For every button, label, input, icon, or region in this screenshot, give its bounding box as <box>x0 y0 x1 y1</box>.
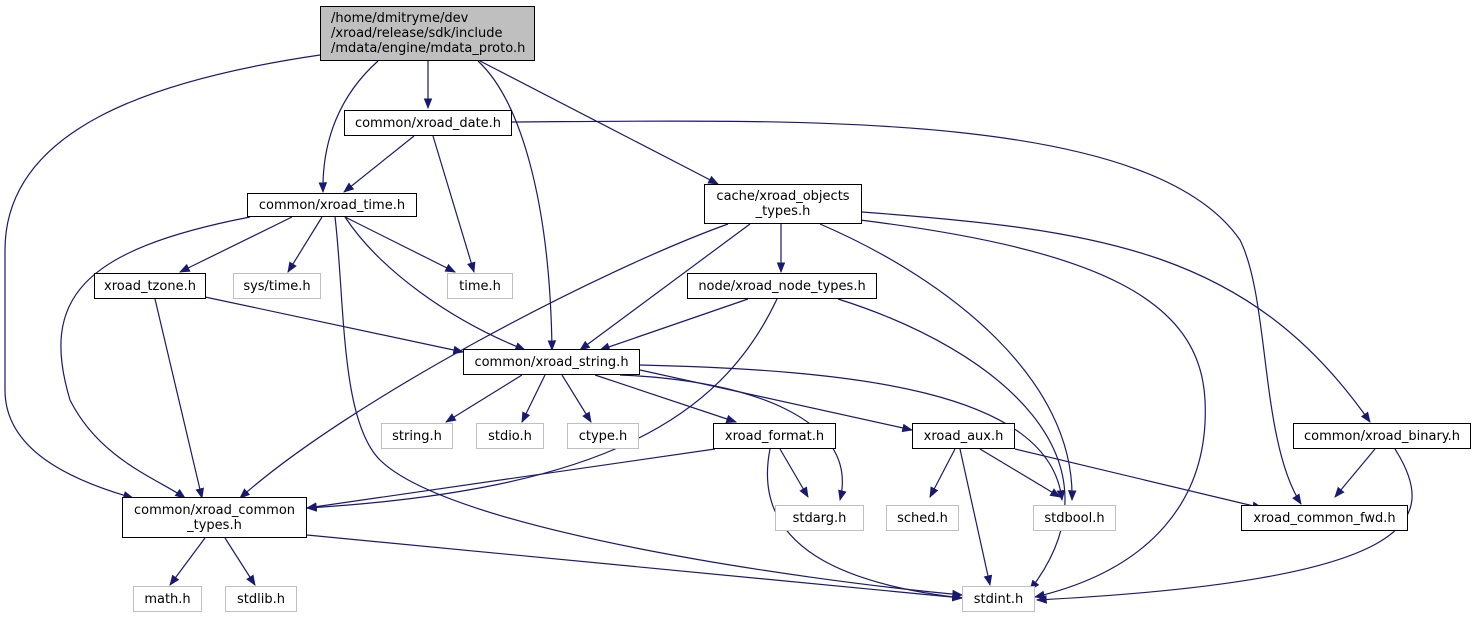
edge-obj-stdint <box>859 219 1206 599</box>
edge-time-string <box>344 216 527 351</box>
edge-common-math <box>169 537 206 586</box>
xroad-binary-node[interactable]: common/xroad_binary.h <box>1293 423 1471 449</box>
stdlib-h-node[interactable]: stdlib.h <box>225 586 297 612</box>
xroad-time-node[interactable]: common/xroad_time.h <box>247 193 417 217</box>
edge-binary-fwd <box>1334 448 1376 498</box>
edge-obj-stdbool <box>819 223 1077 502</box>
stdbool-h-node[interactable]: stdbool.h <box>1033 505 1116 531</box>
edge-string-ctype <box>561 374 592 423</box>
edge-time-timeh <box>344 216 456 273</box>
edge-aux-sched <box>929 448 956 498</box>
root-header-node[interactable]: /home/dmitryme/dev /xroad/release/sdk/in… <box>320 6 535 61</box>
node-types-node[interactable]: node/xroad_node_types.h <box>687 273 877 299</box>
edge-time-stdint <box>334 216 964 599</box>
edge-string-aux <box>639 369 914 433</box>
sched-h-node[interactable]: sched.h <box>886 505 959 531</box>
edge-string-stdarg <box>619 374 847 502</box>
edge-format-common <box>305 448 716 511</box>
edge-string-stdbool <box>639 364 1066 502</box>
sys-time-node[interactable]: sys/time.h <box>233 273 321 299</box>
stdarg-h-node[interactable]: stdarg.h <box>775 505 864 531</box>
edge-string-stdio <box>521 374 546 423</box>
edge-time-systime <box>287 216 323 273</box>
edge-date-timeh <box>432 135 476 274</box>
edge-binary-stdint <box>1035 448 1413 604</box>
edge-node-string <box>598 298 749 351</box>
ctype-h-node[interactable]: ctype.h <box>567 423 639 449</box>
edge-time-common <box>60 216 251 499</box>
edge-format-stdarg <box>779 448 809 498</box>
xroad-tzone-node[interactable]: xroad_tzone.h <box>94 273 206 299</box>
stdint-h-node[interactable]: stdint.h <box>962 586 1035 612</box>
edge-date-time <box>343 135 415 193</box>
edge-root-xroad-time <box>318 60 379 194</box>
edge-aux-stdbool <box>979 448 1061 498</box>
math-h-node[interactable]: math.h <box>133 586 202 612</box>
edge-string-format <box>594 374 738 424</box>
objects-types-node[interactable]: cache/xroad_objects _types.h <box>704 184 862 224</box>
time-h-node[interactable]: time.h <box>447 273 513 299</box>
xroad-string-node[interactable]: common/xroad_string.h <box>463 349 640 375</box>
edge-date-fwd <box>511 120 1302 505</box>
edge-string-stringh <box>445 374 523 423</box>
common-fwd-node[interactable]: xroad_common_fwd.h <box>1241 505 1408 531</box>
common-types-node[interactable]: common/xroad_common _types.h <box>122 497 307 538</box>
edge-format-stdint <box>767 448 964 602</box>
xroad-date-node[interactable]: common/xroad_date.h <box>344 110 512 136</box>
edge-obj-string <box>579 223 751 351</box>
xroad-format-node[interactable]: xroad_format.h <box>713 423 836 449</box>
edge-time-tzone <box>179 216 293 273</box>
edge-node-common <box>305 298 778 512</box>
edge-obj-binary <box>861 211 1371 423</box>
stdio-h-node[interactable]: stdio.h <box>476 423 544 449</box>
edge-tzone-string <box>204 296 465 355</box>
edge-tzone-common <box>154 298 204 500</box>
edge-node-stdint <box>837 298 1066 591</box>
edge-root-common-types <box>4 54 321 500</box>
xroad-aux-node[interactable]: xroad_aux.h <box>912 423 1015 449</box>
edge-common-stdint <box>306 534 964 602</box>
edge-aux-fwd <box>1014 448 1264 510</box>
edge-aux-stdint <box>959 448 993 587</box>
string-h-node[interactable]: string.h <box>381 423 453 449</box>
edge-root-xroad-string <box>477 60 557 352</box>
edge-obj-common <box>239 223 729 499</box>
edge-common-stdlib <box>224 537 256 586</box>
edge-root-objects-types <box>479 60 719 185</box>
